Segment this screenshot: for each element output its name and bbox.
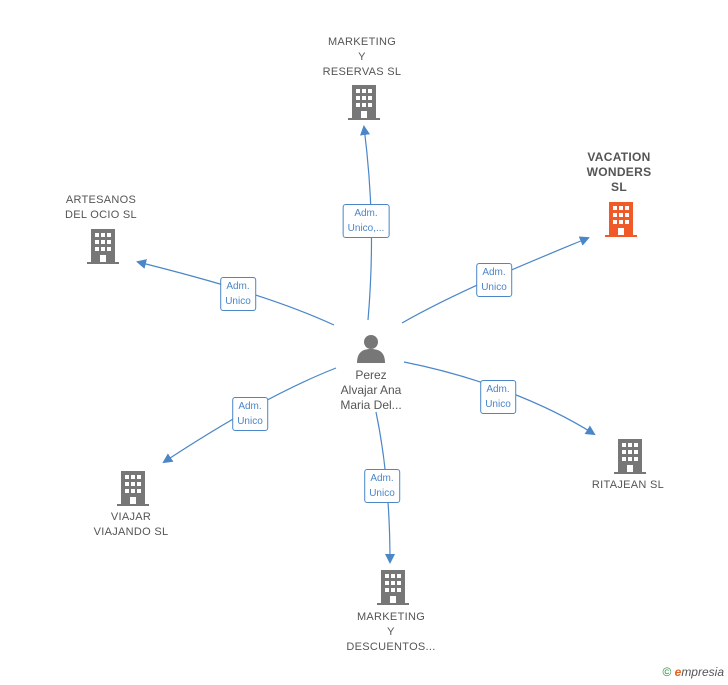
building-icon[interactable] bbox=[348, 85, 380, 125]
role-label-ritajean[interactable]: Adm. Unico bbox=[480, 380, 516, 414]
company-label-artesanos-ocio[interactable]: ARTESANOS DEL OCIO SL bbox=[65, 194, 137, 221]
building-icon[interactable] bbox=[117, 471, 149, 511]
building-icon-highlight[interactable] bbox=[605, 202, 637, 242]
role-label-artesanos-ocio[interactable]: Adm. Unico bbox=[220, 277, 256, 311]
person-name[interactable]: Perez Alvajar Ana Maria Del... bbox=[340, 368, 402, 412]
copyright-icon: © bbox=[662, 665, 672, 679]
role-label-marketing-reservas[interactable]: Adm. Unico,... bbox=[342, 204, 390, 238]
role-label-viajar-viajando[interactable]: Adm. Unico bbox=[232, 397, 268, 431]
building-icon[interactable] bbox=[377, 570, 409, 610]
footer-brand: © empresia bbox=[662, 665, 724, 679]
brand-logo-text: mpresia bbox=[681, 665, 724, 679]
company-label-marketing-descuentos[interactable]: MARKETING Y DESCUENTOS... bbox=[346, 611, 436, 653]
role-label-marketing-descuentos[interactable]: Adm. Unico bbox=[364, 469, 400, 503]
building-icon[interactable] bbox=[87, 229, 119, 269]
role-label-vacation-wonders[interactable]: Adm. Unico bbox=[476, 263, 512, 297]
company-label-viajar-viajando[interactable]: VIAJAR VIAJANDO SL bbox=[93, 511, 169, 538]
person-icon[interactable] bbox=[356, 333, 386, 368]
brand-logo-initial: e bbox=[674, 665, 682, 679]
company-label-marketing-reservas[interactable]: MARKETING Y RESERVAS SL bbox=[322, 36, 402, 78]
company-label-vacation-wonders[interactable]: VACATION WONDERS SL bbox=[586, 150, 652, 194]
building-icon[interactable] bbox=[614, 439, 646, 479]
company-label-ritajean[interactable]: RITAJEAN SL bbox=[591, 479, 665, 491]
